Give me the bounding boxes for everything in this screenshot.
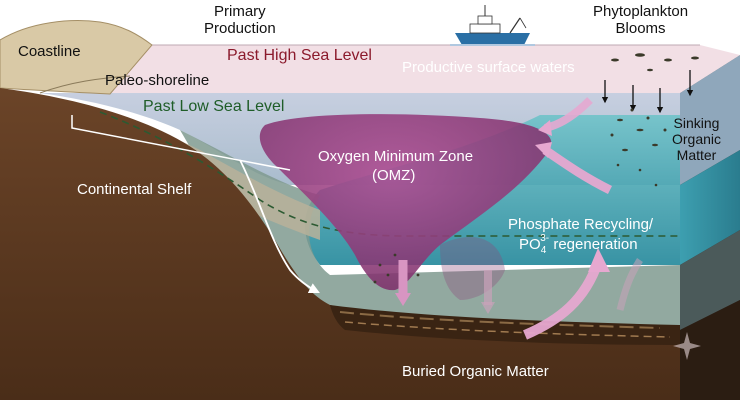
label-past-low-sea-level: Past Low Sea Level xyxy=(143,98,285,115)
research-ship-icon xyxy=(450,5,535,46)
high-sea-surface xyxy=(90,45,740,93)
side-sediment xyxy=(680,300,740,400)
side-teal-water xyxy=(680,150,740,265)
label-primary-production: Primary Production xyxy=(204,3,276,38)
side-upper-water xyxy=(680,55,740,185)
po4-sup: 3- xyxy=(540,233,550,244)
po4-base: PO xyxy=(519,236,541,253)
shelf-bracket xyxy=(71,115,291,171)
recycling-arrow-1 xyxy=(523,260,603,340)
label-past-high-sea-level: Past High Sea Level xyxy=(227,47,372,64)
label-phosphate-recycling: Phosphate Recycling/ xyxy=(508,216,654,233)
label-continental-shelf: Continental Shelf xyxy=(77,181,192,198)
po4-sub: 4 xyxy=(540,245,547,256)
label-omz-line1: Oxygen Minimum Zone xyxy=(318,148,474,165)
label-productive-surface-waters: Productive surface waters xyxy=(402,59,575,76)
label-coastline: Coastline xyxy=(18,43,81,60)
plankton-particles xyxy=(373,53,699,284)
label-phytoplankton-blooms: Phytoplankton Blooms xyxy=(593,3,689,38)
mid-water xyxy=(180,130,680,330)
sparkle-icon xyxy=(673,332,701,360)
oxygen-minimum-zone xyxy=(259,114,552,291)
po4-rest: regeneration xyxy=(549,236,638,253)
label-omz-line2: (OMZ) xyxy=(372,167,416,184)
label-paleo-shoreline: Paleo-shoreline xyxy=(105,72,210,89)
side-deep xyxy=(680,230,740,330)
low-sea-level-line xyxy=(99,111,680,237)
coastline-land xyxy=(0,20,153,95)
sediment-body xyxy=(0,88,680,400)
shelf-arrow xyxy=(239,159,320,293)
label-buried-organic-matter: Buried Organic Matter xyxy=(402,363,549,380)
recycling-arrow-2 xyxy=(542,146,613,195)
label-sinking-organic-matter: Sinking Organic Matter xyxy=(672,115,722,164)
label-po4-regeneration: PO43- regeneration xyxy=(519,233,638,257)
